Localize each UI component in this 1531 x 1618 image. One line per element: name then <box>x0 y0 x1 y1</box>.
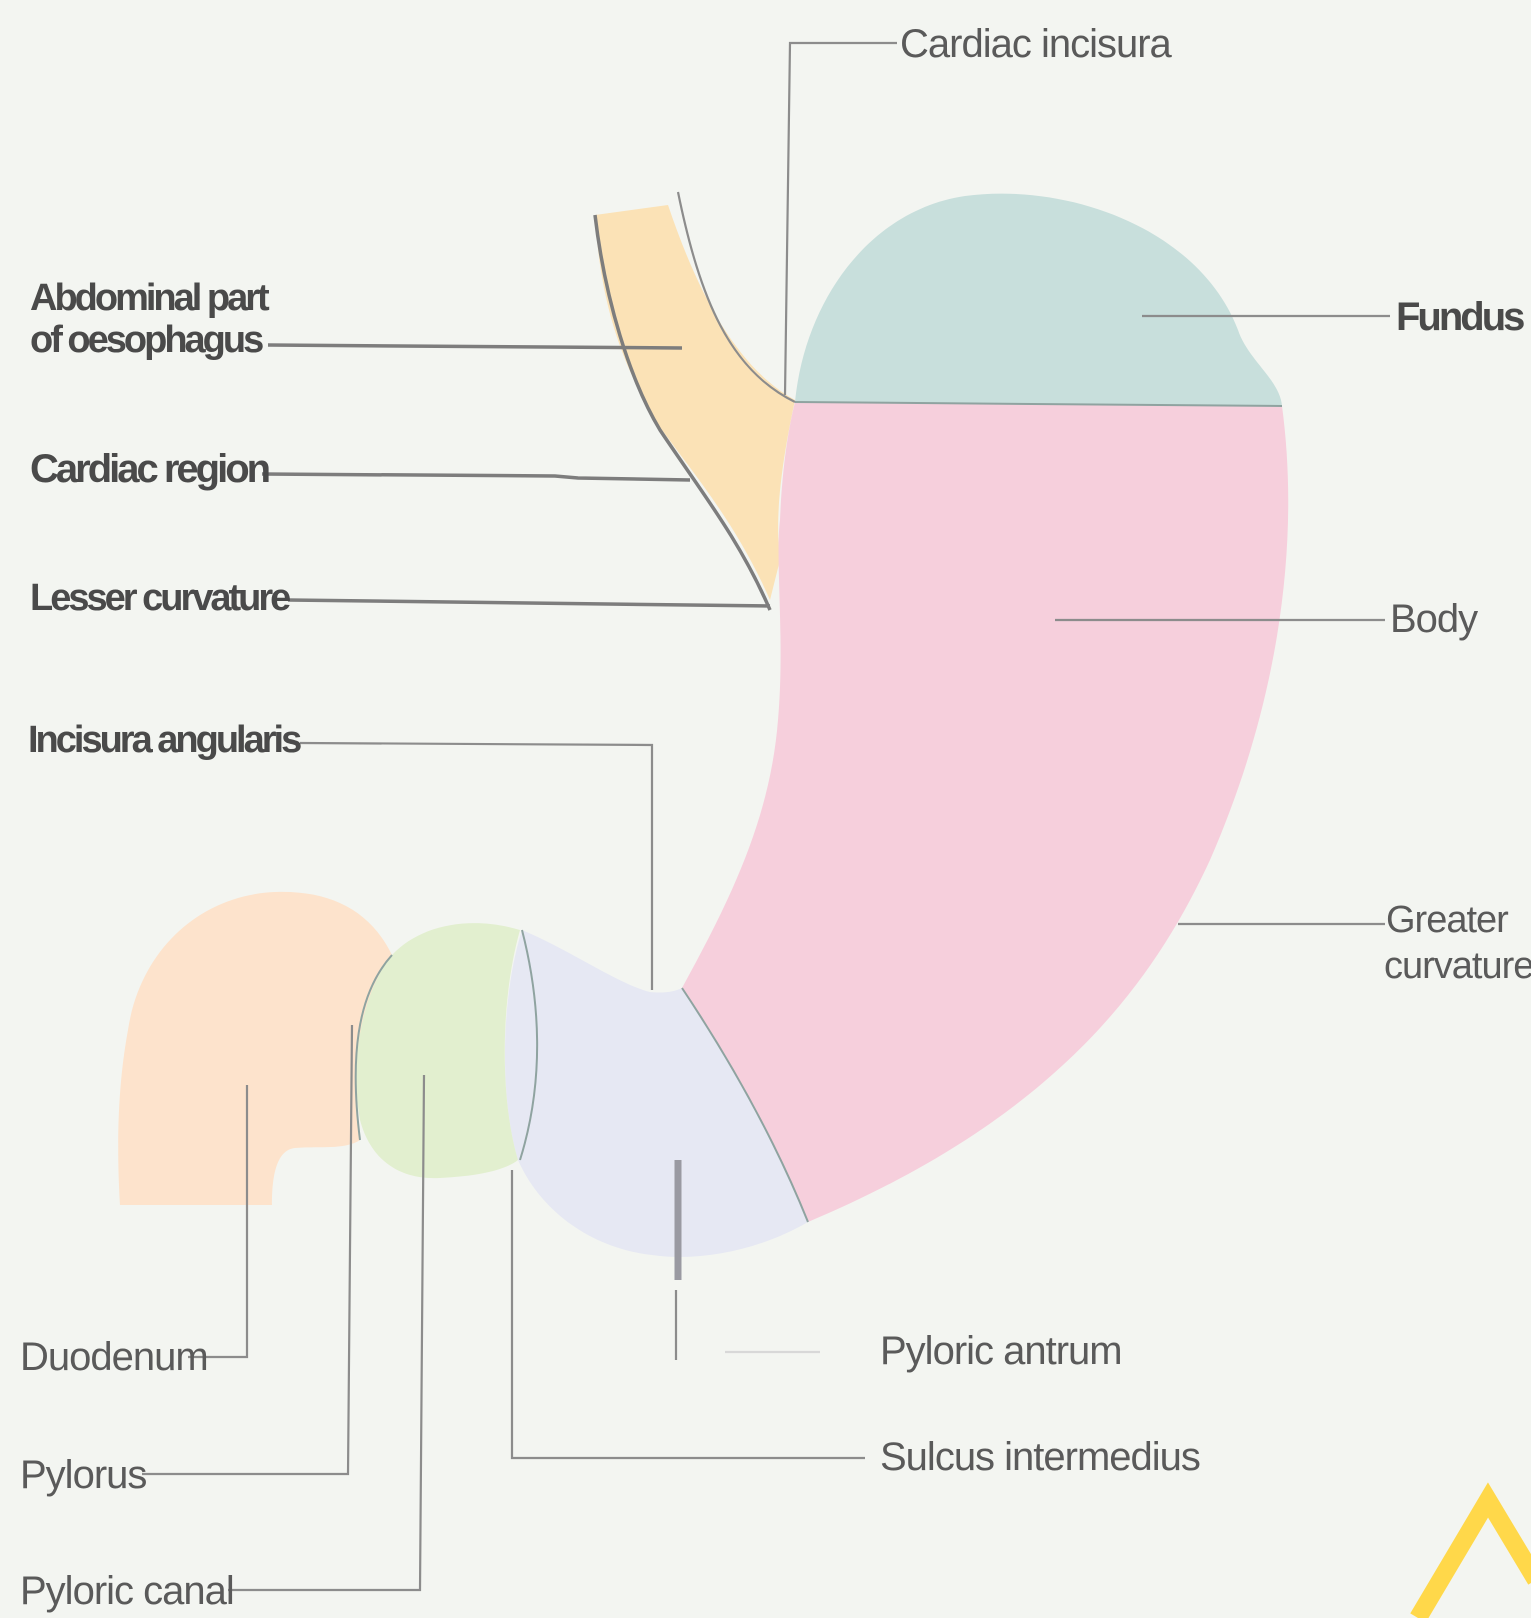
label-greater-curvature-line1: Greater <box>1386 899 1509 941</box>
label-abdominal-part-line2: of oesophagus <box>30 319 263 361</box>
label-incisura-angularis: Incisura angularis <box>28 719 301 761</box>
label-pyloric-canal: Pyloric canal <box>20 1569 234 1613</box>
label-greater-curvature-line2: curvature <box>1384 945 1531 987</box>
label-lesser-curvature: Lesser curvature <box>30 577 290 619</box>
label-fundus: Fundus <box>1396 295 1524 339</box>
yellow-highlight-mark <box>1418 1500 1531 1618</box>
leader-cardiac-region <box>262 474 690 480</box>
label-pyloric-antrum: Pyloric antrum <box>880 1329 1122 1373</box>
label-cardiac-region: Cardiac region <box>30 447 269 491</box>
label-sulcus-intermedius: Sulcus intermedius <box>880 1435 1200 1479</box>
label-abdominal-part-line1: Abdominal part <box>30 277 270 319</box>
label-cardiac-incisura: Cardiac incisura <box>900 22 1173 66</box>
label-pylorus: Pylorus <box>20 1453 146 1497</box>
fundus-region <box>795 194 1282 406</box>
label-body: Body <box>1390 597 1478 641</box>
leader-lesser-curvature <box>288 600 770 606</box>
label-duodenum: Duodenum <box>20 1335 208 1379</box>
